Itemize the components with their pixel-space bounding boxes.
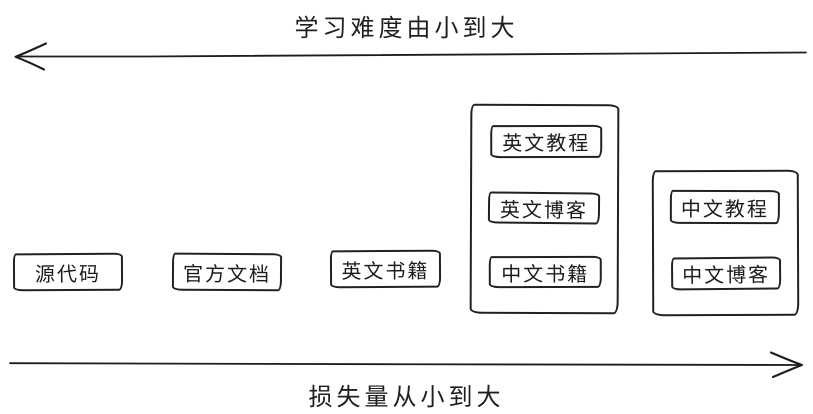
node-english-blogs: 英文博客 — [487, 191, 601, 225]
node-chinese-blogs: 中文博客 — [670, 256, 782, 291]
node-label: 中文博客 — [682, 264, 771, 288]
bottom-axis-label: 损失量从小到大 — [308, 384, 505, 411]
node-label: 中文书籍 — [501, 263, 590, 286]
node-label: 英文博客 — [499, 199, 589, 222]
node-label: 源代码 — [34, 263, 102, 286]
group-box-1: 英文教程 英文博客 中文书籍 — [469, 103, 620, 315]
group-box-2: 中文教程 中文博客 — [651, 169, 800, 317]
node-english-tutorials: 英文教程 — [490, 124, 603, 159]
node-label: 英文教程 — [502, 132, 591, 156]
node-english-books: 英文书籍 — [329, 249, 442, 289]
arrow-left-icon — [14, 42, 807, 71]
node-label: 官方文档 — [182, 263, 272, 286]
node-chinese-books: 中文书籍 — [488, 255, 602, 289]
node-official-docs: 官方文档 — [171, 252, 283, 292]
node-chinese-tutorials: 中文教程 — [669, 189, 780, 225]
node-label: 英文书籍 — [341, 260, 430, 283]
node-source-code: 源代码 — [12, 252, 124, 292]
node-label: 中文教程 — [680, 198, 769, 221]
arrow-right-icon — [9, 351, 804, 379]
top-axis-label: 学习难度由小到大 — [294, 15, 519, 42]
